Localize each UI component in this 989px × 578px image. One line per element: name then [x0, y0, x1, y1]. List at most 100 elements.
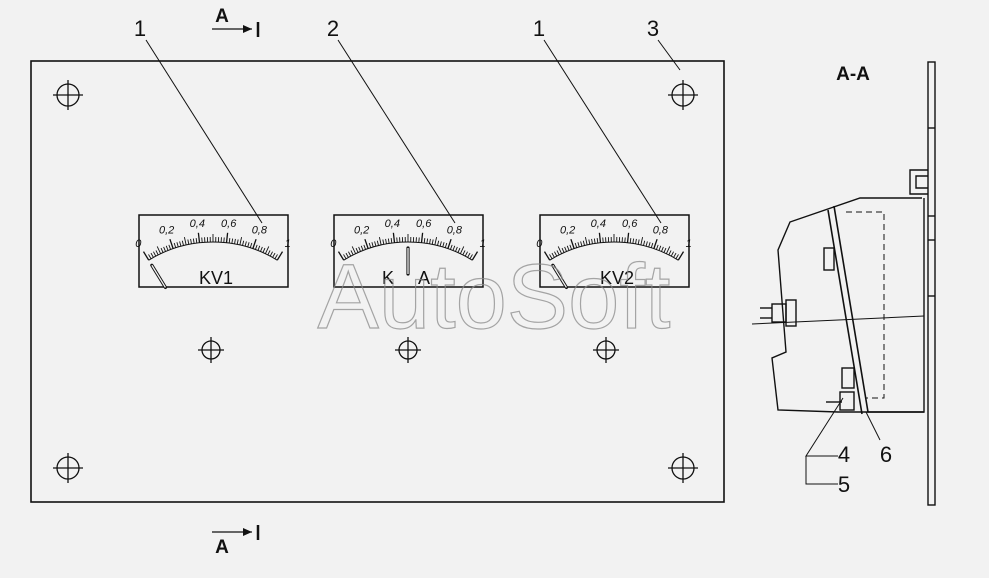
mounting-hole [53, 80, 83, 110]
scale-tick [557, 246, 563, 254]
scale-tick [276, 251, 284, 261]
meter-label: KV1 [199, 268, 233, 288]
meter-body [138, 214, 289, 288]
callout-4: 4 [838, 442, 850, 467]
scale-tick [343, 254, 347, 259]
scale-tick [650, 242, 654, 248]
fixing-screw [841, 367, 855, 389]
scale-tick [374, 241, 377, 247]
scale-tick [675, 254, 679, 259]
scale-tick [584, 237, 588, 246]
mounting-bracket [833, 205, 924, 413]
scale-tick [423, 238, 426, 244]
meter-label-left: K [382, 268, 394, 288]
callout-1: 1 [134, 16, 146, 41]
scale-tick [455, 246, 458, 252]
scale-tick [269, 251, 273, 257]
meter-needle-core [151, 264, 166, 288]
panel-plate-section [927, 61, 936, 506]
leader-lines [145, 39, 881, 485]
scale-tick [392, 232, 396, 243]
scale-tick [351, 246, 357, 254]
scale-tick [464, 251, 468, 257]
scale-label: 0,4 [190, 218, 205, 230]
scale-tick [426, 238, 429, 244]
leader-line-1a [145, 39, 263, 224]
scale-label: 1 [480, 238, 486, 250]
scale-tick [429, 238, 431, 244]
scale-tick [169, 238, 174, 249]
callout-6: 6 [880, 442, 892, 467]
meter-needle-core [552, 264, 567, 288]
scale-tick [593, 238, 596, 244]
scale-arc [148, 241, 278, 261]
scale-label: 0,2 [159, 225, 174, 237]
section-view-a-a [751, 61, 936, 506]
scale-tick [187, 239, 190, 245]
scale-tick [183, 237, 187, 246]
scale-tick [257, 245, 261, 251]
scale-arc [343, 241, 473, 261]
scale-tick [378, 237, 382, 246]
callout-1: 1 [533, 16, 545, 41]
scale-tick [165, 245, 169, 251]
leader-line-6 [865, 411, 881, 441]
scale-tick [596, 238, 599, 244]
mounting-hole [668, 453, 698, 483]
scale-tick [376, 240, 379, 246]
scale-tick [626, 232, 630, 243]
scale-tick [449, 244, 453, 250]
scale-tick [252, 238, 257, 249]
scale-tick [469, 254, 473, 259]
scale-tick [632, 238, 635, 244]
scale-tick [225, 232, 229, 243]
scale-label: 0,2 [560, 225, 575, 237]
scale-tick [431, 239, 434, 245]
scale-tick [345, 252, 349, 258]
scale-tick [442, 242, 445, 248]
meter-fixing-hole [198, 337, 224, 363]
scale-tick [588, 239, 591, 245]
scale-tick [382, 239, 385, 245]
scale-tick [673, 252, 677, 258]
scale-tick [668, 250, 672, 256]
scale-tick [231, 238, 234, 244]
scale-tick [582, 240, 585, 246]
meter-body [333, 214, 484, 288]
scale-tick [156, 246, 162, 254]
scale-tick [439, 241, 442, 247]
scale-tick [160, 247, 164, 253]
scale-tick [368, 242, 372, 248]
scale-tick [549, 254, 553, 259]
scale-tick [163, 246, 166, 252]
scale-tick [643, 240, 646, 246]
scale-tick [153, 251, 157, 257]
scale-label: 0,4 [385, 218, 400, 230]
scale-label: 0,2 [354, 225, 369, 237]
terminal-stud [771, 303, 787, 323]
meter-housing [771, 197, 925, 413]
scale-tick [598, 232, 602, 243]
watermark-text: AutoSoft [318, 246, 671, 348]
scale-tick [670, 251, 674, 257]
scale-label: 0 [135, 238, 142, 250]
scale-label: 0,6 [416, 218, 432, 230]
scale-tick [574, 242, 578, 248]
leader-line-2 [337, 39, 456, 224]
scale-tick [570, 238, 575, 249]
scale-tick [556, 250, 560, 256]
scale-tick [247, 242, 250, 248]
scale-tick [653, 238, 658, 249]
section-arrow-top: A [212, 6, 260, 37]
scale-tick [447, 238, 452, 249]
scale-tick [390, 238, 393, 244]
scale-tick [591, 238, 593, 244]
scale-tick [658, 245, 662, 251]
scale-tick [142, 251, 150, 261]
